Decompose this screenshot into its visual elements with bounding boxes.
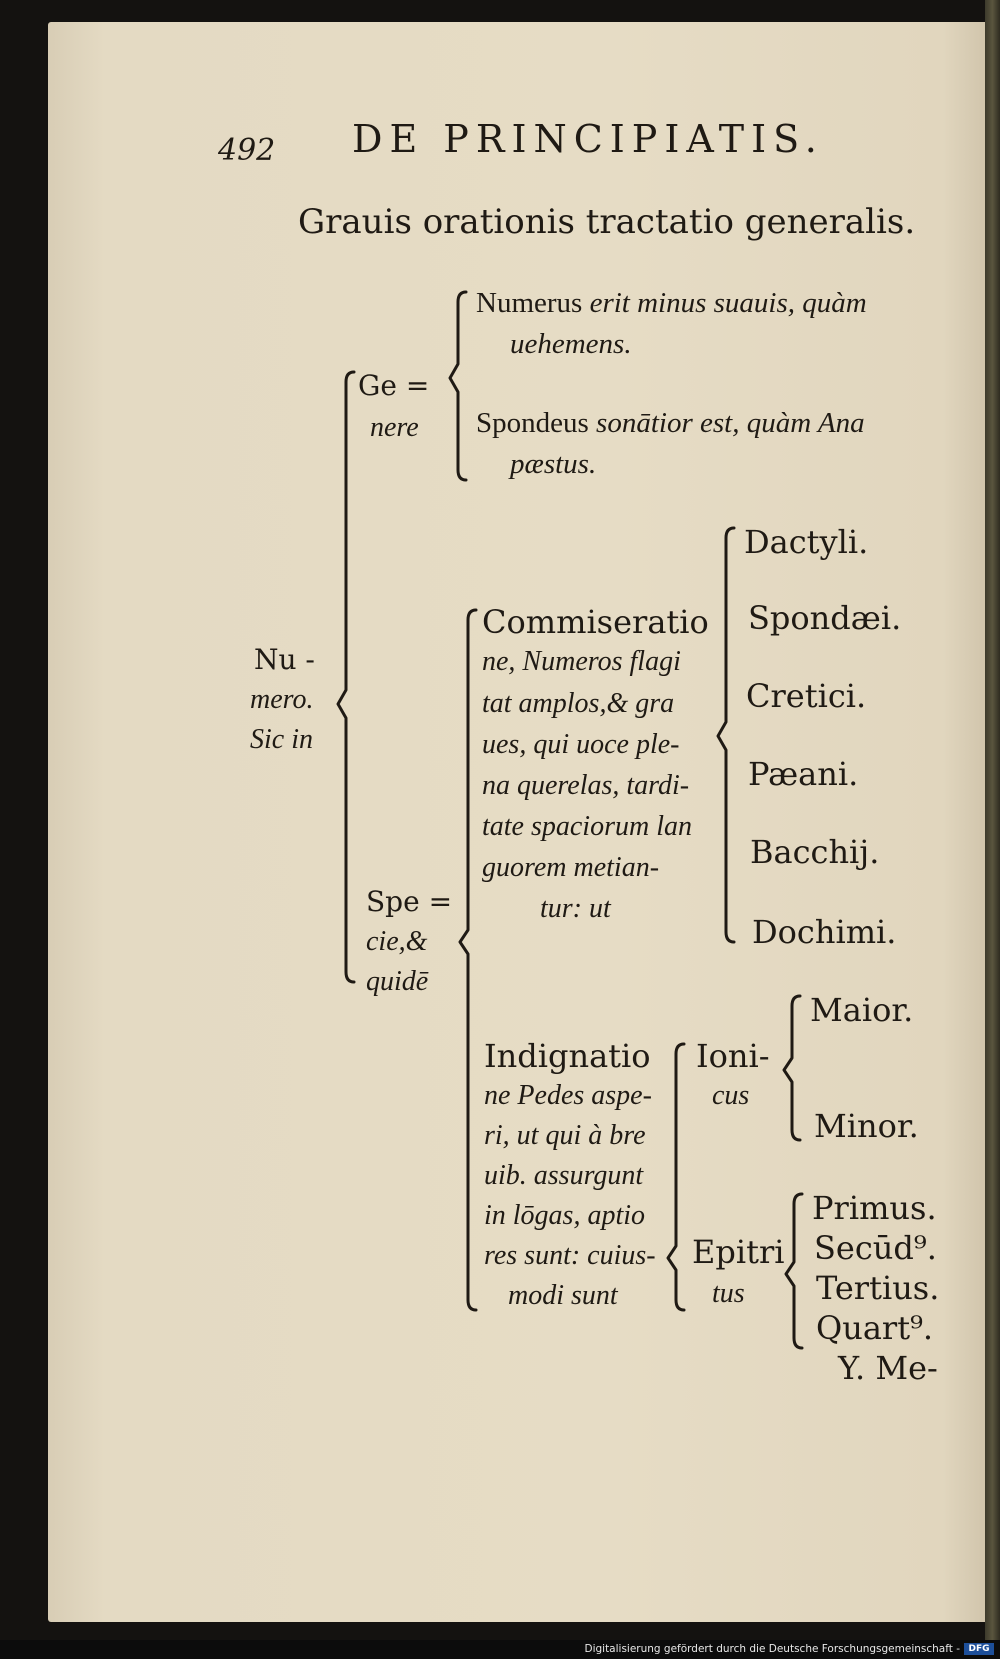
- epitritus-label-line-1: Epitri: [692, 1233, 785, 1271]
- ionicus-label-line-1: Ioni-: [696, 1037, 770, 1075]
- dfg-logo: DFG: [964, 1643, 994, 1655]
- epitritus-secundus: Secūd⁹.: [814, 1229, 937, 1267]
- commiseratio-line-2: ne, Numeros flagi: [482, 646, 681, 677]
- brace-specie: [458, 608, 478, 1312]
- genere-label-line-2: nere: [370, 412, 419, 443]
- epitritus-tertius: Tertius.: [816, 1269, 940, 1307]
- foot-dactyli: Dactyli.: [744, 523, 869, 561]
- brace-indignatio: [666, 1042, 686, 1312]
- commiseratio-line-8: tur: ut: [540, 893, 611, 924]
- indignatio-line-7: modi sunt: [508, 1280, 618, 1311]
- indignatio-line-5: in lōgas, aptio: [484, 1200, 646, 1231]
- brace-ionicus: [782, 994, 802, 1142]
- foot-bacchij: Bacchij.: [750, 833, 880, 871]
- genere-item-2-lead: Spondeus: [476, 407, 589, 439]
- genere-item-2-continuation: pæstus.: [510, 448, 597, 480]
- commiseratio-line-6: tate spaciorum lan: [482, 811, 692, 842]
- indignatio-line-4: uib. assurgunt: [484, 1160, 644, 1191]
- specie-label-line-1: Spe =: [366, 885, 453, 918]
- epitritus-label-line-2: tus: [712, 1278, 745, 1309]
- genere-item-1-text: erit minus suauis, quàm: [582, 287, 867, 319]
- epitritus-primus: Primus.: [812, 1189, 937, 1227]
- indignatio-line-6: res sunt: cuius-: [484, 1240, 656, 1271]
- book-edge: [985, 0, 1000, 1640]
- genere-item-1-lead: Numerus: [476, 287, 583, 319]
- brace-root: [336, 370, 356, 984]
- specie-label-line-3: quidē: [366, 966, 429, 997]
- brace-epitritus: [784, 1192, 804, 1350]
- commiseratio-line-3: tat amplos,& gra: [482, 688, 675, 719]
- commiseratio-line-4: ues, qui uoce ple-: [482, 729, 680, 760]
- section-heading: Grauis orationis tractatio generalis.: [298, 202, 916, 242]
- foot-spondaei: Spondæi.: [748, 599, 902, 637]
- brace-genere: [448, 290, 468, 482]
- commiseratio-line-1: Commiseratio: [482, 603, 709, 641]
- indignatio-line-2: ne Pedes aspe-: [484, 1080, 652, 1111]
- commiseratio-line-5: na querelas, tardi-: [482, 770, 690, 801]
- brace-feet: [716, 526, 736, 944]
- foot-paeani: Pæani.: [748, 755, 859, 793]
- page-number: 492: [218, 133, 276, 168]
- digitization-note: Digitalisierung gefördert durch die Deut…: [584, 1643, 960, 1655]
- foot-dochimi: Dochimi.: [752, 913, 897, 951]
- ionicus-label-line-2: cus: [712, 1080, 750, 1111]
- genere-item-1: Numerus erit minus suauis, quàm: [476, 288, 867, 318]
- running-title: DE PRINCIPIATIS.: [352, 117, 824, 161]
- genere-item-1-continuation: uehemens.: [510, 328, 632, 360]
- root-label-line-3: Sic in: [250, 724, 313, 755]
- commiseratio-line-7: guorem metian-: [482, 852, 660, 883]
- indignatio-line-3: ri, ut qui à bre: [484, 1120, 646, 1151]
- genere-label-line-1: Ge =: [358, 369, 430, 402]
- footer-bar: [0, 1640, 1000, 1659]
- genere-item-2-text: sonātior est, quàm Ana: [588, 407, 865, 439]
- genere-item-2: Spondeus sonātior est, quàm Ana: [476, 408, 865, 438]
- foot-cretici: Cretici.: [746, 677, 867, 715]
- indignatio-line-1: Indignatio: [484, 1037, 651, 1075]
- catchword: Y. Me-: [838, 1349, 938, 1387]
- root-label-line-2: mero.: [250, 684, 314, 715]
- root-label-line-1: Nu -: [254, 643, 315, 676]
- ionicus-minor: Minor.: [814, 1107, 919, 1145]
- specie-label-line-2: cie,&: [366, 926, 428, 957]
- epitritus-quartus: Quart⁹.: [816, 1309, 934, 1347]
- paper-page: [48, 22, 990, 1622]
- ionicus-maior: Maior.: [810, 991, 914, 1029]
